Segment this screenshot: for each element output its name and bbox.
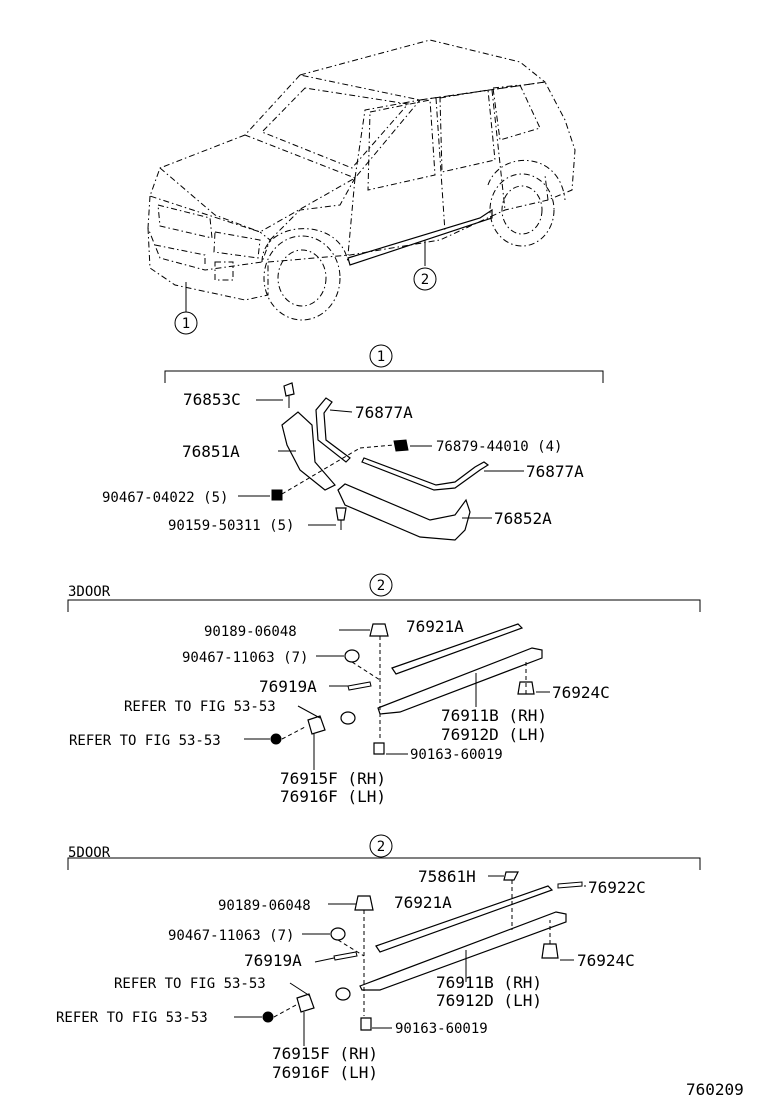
label-90467-04022: 90467-04022 (5) bbox=[102, 490, 228, 506]
label-76921A: 76921A bbox=[406, 617, 464, 636]
label-76916F: 76916F (LH) bbox=[272, 1063, 378, 1082]
label-76924C: 76924C bbox=[577, 951, 635, 970]
section-callout: 2 bbox=[377, 578, 385, 594]
label-76853C: 76853C bbox=[183, 390, 241, 409]
section-title-3door: 3DOOR bbox=[68, 584, 111, 600]
section-callout: 1 bbox=[377, 349, 385, 365]
label-90467-11063: 90467-11063 (7) bbox=[168, 928, 294, 944]
label-76922C: 76922C bbox=[588, 878, 646, 897]
label-76919A: 76919A bbox=[244, 951, 302, 970]
label-76916F: 76916F (LH) bbox=[280, 787, 386, 806]
label-76915F: 76915F (RH) bbox=[280, 769, 386, 788]
label-90189-06048: 90189-06048 bbox=[204, 624, 297, 640]
label-75861H: 75861H bbox=[418, 867, 476, 886]
label-76879-44010: 76879-44010 (4) bbox=[436, 439, 562, 455]
label-76852A: 76852A bbox=[494, 509, 552, 528]
label-refer-fig-1: REFER TO FIG 53-53 bbox=[114, 976, 266, 992]
section-5door: 5DOOR 2 bbox=[56, 834, 701, 1082]
label-90159-50311: 90159-50311 (5) bbox=[168, 518, 294, 534]
vehicle-illustration bbox=[147, 39, 576, 321]
figure-number: 760209 bbox=[686, 1080, 744, 1099]
callout-number: 2 bbox=[421, 272, 429, 288]
label-76911B: 76911B (RH) bbox=[436, 973, 542, 992]
label-76924C: 76924C bbox=[552, 683, 610, 702]
section-front-bumper: 1 76853C 76877A 76851A 76879-44 bbox=[102, 344, 604, 541]
callout-number: 1 bbox=[182, 316, 190, 332]
label-90467-11063: 90467-11063 (7) bbox=[182, 650, 308, 666]
label-76915F: 76915F (RH) bbox=[272, 1044, 378, 1063]
label-refer-fig-1: REFER TO FIG 53-53 bbox=[124, 699, 276, 715]
label-90189-06048: 90189-06048 bbox=[218, 898, 311, 914]
label-76877A-lower: 76877A bbox=[526, 462, 584, 481]
callout-front-bumper: 1 bbox=[174, 311, 198, 335]
label-76851A: 76851A bbox=[182, 442, 240, 461]
section-callout: 2 bbox=[377, 839, 385, 855]
label-refer-fig-2: REFER TO FIG 53-53 bbox=[69, 733, 221, 749]
label-76919A: 76919A bbox=[259, 677, 317, 696]
label-76877A-upper: 76877A bbox=[355, 403, 413, 422]
label-90163-60019: 90163-60019 bbox=[395, 1021, 488, 1037]
label-76921A: 76921A bbox=[394, 893, 452, 912]
callout-side-skirt: 2 bbox=[413, 267, 437, 291]
section-title-5door: 5DOOR bbox=[68, 845, 111, 861]
label-76912D: 76912D (LH) bbox=[441, 725, 547, 744]
label-90163-60019: 90163-60019 bbox=[410, 747, 503, 763]
label-76912D: 76912D (LH) bbox=[436, 991, 542, 1010]
label-76911B: 76911B (RH) bbox=[441, 706, 547, 725]
label-refer-fig-2: REFER TO FIG 53-53 bbox=[56, 1010, 208, 1026]
section-3door: 3DOOR 2 76921A 90189-06048 bbox=[67, 573, 701, 806]
